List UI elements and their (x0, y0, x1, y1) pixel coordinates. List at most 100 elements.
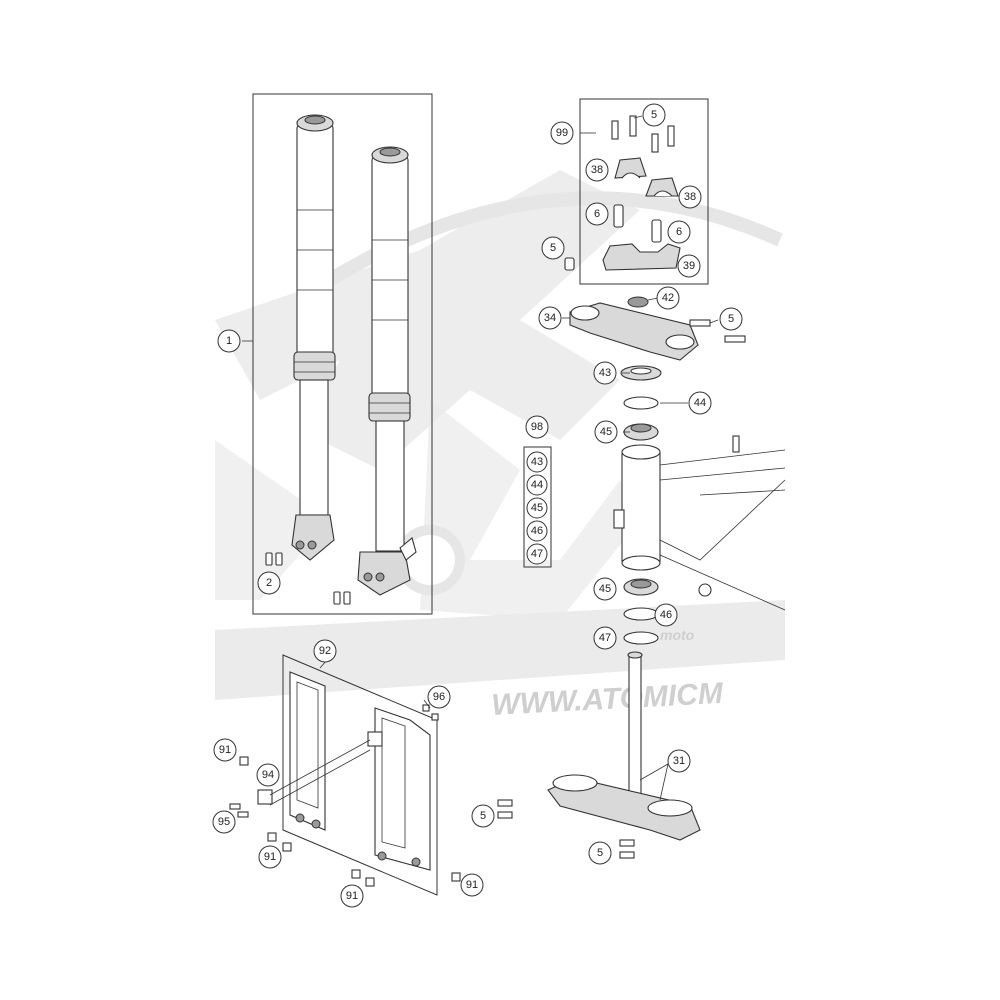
callout-5: 5 (719, 307, 743, 331)
guard-bracket-94 (257, 739, 371, 806)
handlebar-riser-39 (564, 243, 681, 271)
bearing-43-top (620, 365, 662, 381)
callout-label: 39 (683, 260, 695, 272)
callout-label: 34 (544, 312, 556, 324)
kit-item-label: 44 (531, 479, 543, 491)
callout-46: 46 (654, 603, 678, 627)
callout-label: 42 (662, 292, 674, 304)
frame-head-tube (613, 435, 786, 611)
callout-44: 44 (688, 391, 712, 415)
callout-5: 5 (588, 841, 612, 865)
callout-label: 98 (531, 421, 543, 433)
kit-item-label: 47 (531, 548, 543, 560)
callout-5: 5 (541, 236, 565, 260)
fork-guard-box (282, 654, 438, 896)
callout-label: 99 (556, 127, 568, 139)
callout-45: 45 (593, 577, 617, 601)
callout-31: 31 (667, 749, 691, 773)
watermark-url: WWW.ATOMICM (491, 677, 725, 722)
callout-label: 6 (676, 226, 682, 238)
callout-label: 47 (599, 632, 611, 644)
upper-triple-clamp (569, 296, 746, 361)
callout-98: 98 (525, 415, 549, 439)
handlebar-clamp-top-left (614, 157, 647, 179)
callout-label: 1 (226, 335, 232, 347)
kit-99-box (579, 98, 709, 285)
clamp-screws-6 (613, 204, 662, 243)
callout-label: 5 (651, 109, 657, 121)
callout-label: 2 (266, 577, 272, 589)
callout-99: 99 (550, 121, 574, 145)
callout-label: 45 (599, 583, 611, 595)
kit-item-label: 46 (531, 525, 543, 537)
callout-95: 95 (212, 810, 236, 834)
callout-label: 31 (673, 755, 685, 767)
callout-47: 47 (593, 626, 617, 650)
callout-label: 94 (262, 769, 274, 781)
callout-38: 38 (678, 185, 702, 209)
callout-91: 91 (213, 738, 237, 762)
callout-96: 96 (427, 685, 451, 709)
guard-screws-91 (229, 704, 461, 887)
callout-label: 45 (600, 426, 612, 438)
callout-label: 91 (466, 879, 478, 891)
callout-label: 38 (591, 164, 603, 176)
callout-91: 91 (460, 873, 484, 897)
kit-98-item-43: 43 (526, 451, 548, 473)
fork-leg-left (291, 114, 336, 561)
callout-42: 42 (656, 286, 680, 310)
callout-5: 5 (471, 804, 495, 828)
callout-91: 91 (340, 884, 364, 908)
callout-label: 6 (594, 208, 600, 220)
callout-label: 5 (480, 810, 486, 822)
callout-6: 6 (667, 220, 691, 244)
callout-1: 1 (217, 329, 241, 353)
kit-item-label: 45 (531, 502, 543, 514)
callout-91: 91 (258, 845, 282, 869)
fork-guard-right (367, 707, 431, 871)
callout-43: 43 (593, 361, 617, 385)
kit-98-box (523, 446, 552, 568)
callout-label: 46 (660, 609, 672, 621)
callout-34: 34 (538, 306, 562, 330)
callout-label: 5 (550, 242, 556, 254)
seal-ring-47 (623, 631, 659, 645)
lower-triple-clamp-stem (497, 651, 701, 859)
fork-guard-left (289, 671, 326, 831)
callout-label: 44 (694, 397, 706, 409)
callout-label: 96 (433, 691, 445, 703)
kit-98-item-45: 45 (526, 497, 548, 519)
callout-label: 43 (599, 367, 611, 379)
bearing-45-top (623, 423, 659, 441)
callout-label: 38 (684, 191, 696, 203)
callout-92: 92 (313, 639, 337, 663)
callout-45: 45 (594, 420, 618, 444)
kit-98-item-44: 44 (526, 474, 548, 496)
kit-item-label: 43 (531, 456, 543, 468)
watermark-moto: moto (660, 627, 695, 643)
fork-leg-right (357, 146, 417, 596)
bolt-pair-item-2 (265, 552, 351, 605)
callout-2: 2 (257, 571, 281, 595)
callout-label: 91 (346, 890, 358, 902)
clamp-bolts (611, 115, 675, 153)
callout-38: 38 (585, 158, 609, 182)
fork-group-box (252, 93, 433, 615)
bearing-45-bottom (623, 578, 659, 596)
callout-label: 5 (597, 847, 603, 859)
callout-label: 5 (728, 313, 734, 325)
callout-label: 95 (218, 816, 230, 828)
callout-5: 5 (642, 103, 666, 127)
seal-46 (623, 607, 659, 621)
callout-label: 91 (219, 744, 231, 756)
callout-label: 92 (319, 645, 331, 657)
callout-label: 91 (264, 851, 276, 863)
callout-94: 94 (256, 763, 280, 787)
seal-ring-44-top (623, 396, 659, 410)
callout-39: 39 (677, 254, 701, 278)
callout-6: 6 (585, 202, 609, 226)
handlebar-clamp-top-right (645, 177, 679, 197)
kit-98-item-47: 47 (526, 543, 548, 565)
kit-98-item-46: 46 (526, 520, 548, 542)
